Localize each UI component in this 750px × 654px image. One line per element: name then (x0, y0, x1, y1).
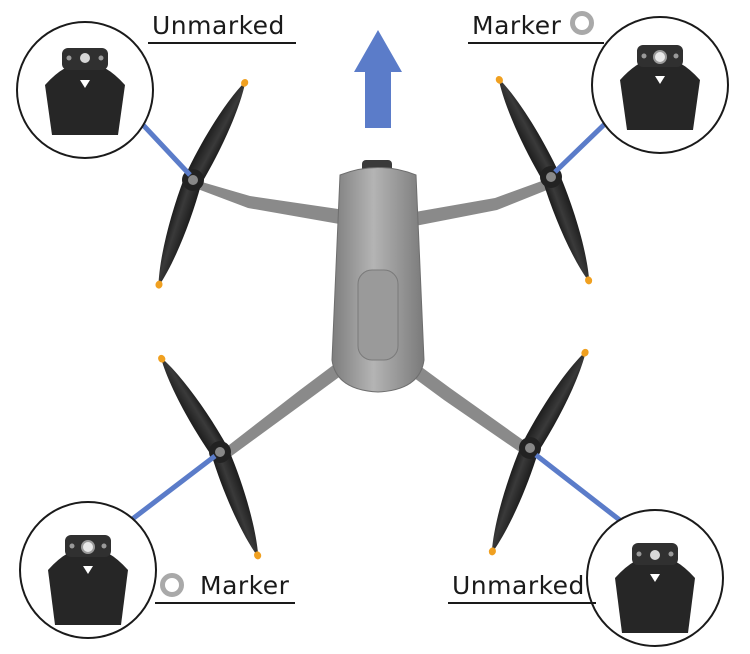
label-top-right: Marker (472, 11, 562, 40)
propeller-top-right (489, 71, 600, 288)
zoom-circle-bottom-left (19, 501, 157, 639)
zoom-circle-top-left (16, 21, 154, 159)
drone-arms (195, 178, 552, 460)
underline-top-left (148, 42, 296, 44)
propeller-top-left (148, 74, 255, 292)
zoom-circle-bottom-right (586, 509, 724, 647)
underline-bottom-right (448, 602, 596, 604)
forward-arrow-icon (354, 30, 402, 128)
zoom-circle-top-right (591, 16, 729, 154)
propeller-bottom-right (481, 344, 596, 559)
propeller-bottom-left (151, 350, 269, 563)
underline-bottom-left (155, 602, 295, 604)
label-top-left: Unmarked (152, 11, 285, 40)
underline-top-right (468, 42, 604, 44)
drone-body (331, 160, 425, 393)
marker-ring-icon (570, 11, 594, 35)
marker-ring-icon (160, 573, 184, 597)
label-bottom-right: Unmarked (452, 571, 585, 600)
label-bottom-left: Marker (200, 571, 290, 600)
